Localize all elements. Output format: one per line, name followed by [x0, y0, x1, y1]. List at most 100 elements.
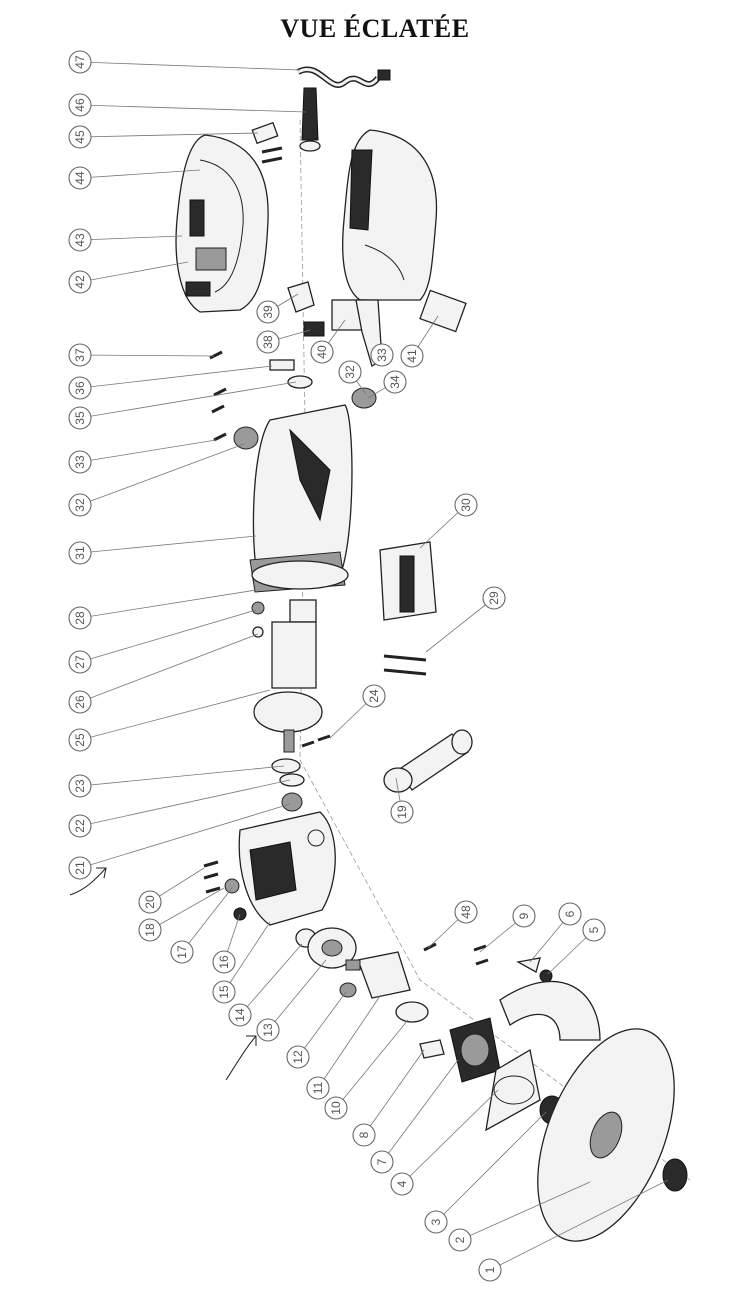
- left-handle-housing: [175, 134, 269, 313]
- callout-number: 42: [73, 275, 87, 289]
- callout-part-1: 1: [478, 1258, 502, 1282]
- callout-leader: [79, 443, 245, 506]
- callout-leader: [79, 439, 217, 463]
- callout-leader: [79, 104, 307, 113]
- callout-number: 15: [217, 985, 231, 999]
- callout-number: 19: [395, 805, 409, 819]
- callout-leader: [79, 609, 257, 663]
- right-handle-housing: [342, 129, 438, 301]
- callout-leader: [223, 921, 271, 993]
- callout-number: 40: [315, 345, 329, 359]
- callout-number: 32: [343, 365, 357, 379]
- switch-block: [419, 289, 467, 333]
- callout-leader: [79, 689, 271, 741]
- callout-part-14: 14: [228, 1003, 252, 1027]
- callout-number: 8: [357, 1131, 371, 1138]
- callout-number: 4: [395, 1180, 409, 1187]
- callout-leader: [459, 1181, 591, 1241]
- screws-left-column: [209, 350, 227, 442]
- callout-number: 31: [73, 546, 87, 560]
- callout-number: 5: [587, 926, 601, 933]
- callout-leader: [239, 943, 303, 1016]
- callout-number: 21: [73, 861, 87, 875]
- callout-part-13: 13: [256, 1018, 280, 1042]
- small-washer: [252, 626, 264, 638]
- callout-number: 14: [233, 1008, 247, 1022]
- callout-number: 48: [459, 905, 473, 919]
- callout-part-6: 6: [558, 902, 582, 926]
- bearing-12: [339, 982, 357, 998]
- callout-part-5: 5: [582, 918, 606, 942]
- callout-leader: [381, 1059, 459, 1163]
- callout-number: 24: [367, 689, 381, 703]
- callout-number: 30: [459, 498, 473, 512]
- callout-leader: [79, 535, 257, 554]
- callout-leader: [79, 61, 301, 71]
- callout-number: 11: [311, 1081, 325, 1094]
- callout-leader: [79, 589, 257, 619]
- callout-number: 47: [73, 55, 87, 69]
- callout-leader: [435, 1111, 547, 1223]
- cord-clamp: [251, 121, 279, 145]
- page-title: VUE ÉCLATÉE: [280, 14, 470, 43]
- screw-48: [423, 942, 437, 952]
- callout-number: 29: [487, 591, 501, 605]
- callout-leader: [79, 633, 259, 703]
- callout-number: 45: [73, 130, 87, 144]
- small-bearing: [251, 601, 265, 615]
- callout-part-22: 22: [68, 814, 92, 838]
- spindle: [345, 951, 411, 999]
- callout-part-17: 17: [170, 940, 194, 964]
- callout-part-18: 18: [138, 918, 162, 942]
- callout-part-34: 34: [383, 370, 407, 394]
- callout-number: 26: [73, 695, 87, 709]
- callout-part-23: 23: [68, 774, 92, 798]
- callout-part-20: 20: [138, 890, 162, 914]
- callout-number: 46: [73, 98, 87, 112]
- callout-part-10: 10: [324, 1096, 348, 1120]
- callout-number: 7: [375, 1158, 389, 1165]
- stator: [379, 541, 437, 621]
- callout-number: 13: [261, 1023, 275, 1037]
- power-cord: [296, 66, 391, 88]
- callout-number: 16: [217, 955, 231, 969]
- callout-part-3: 3: [424, 1210, 448, 1234]
- callout-leader: [79, 235, 183, 241]
- hand-arrow-top: [69, 867, 107, 896]
- callout-leader: [267, 959, 327, 1031]
- callout-leader: [79, 169, 201, 179]
- callout-number: 10: [329, 1101, 343, 1115]
- callout-leader: [79, 779, 291, 827]
- callout-number: 33: [73, 455, 87, 469]
- switch-lever: [287, 281, 315, 313]
- callout-part-32: 32: [68, 493, 92, 517]
- callout-number: 20: [143, 895, 157, 909]
- callout-leader: [425, 597, 495, 653]
- callout-part-38: 38: [256, 330, 280, 354]
- callout-leader: [401, 1089, 499, 1185]
- callout-part-41: 41: [400, 344, 424, 368]
- callout-part-4: 4: [390, 1172, 414, 1196]
- callout-part-39: 39: [256, 300, 280, 324]
- wing-screw: [516, 957, 541, 973]
- callout-leader: [489, 1179, 669, 1271]
- wheel-guard: [485, 981, 601, 1132]
- callout-part-16: 16: [212, 950, 236, 974]
- callout-part-11: 11: [306, 1076, 330, 1100]
- callout-number: 1: [483, 1266, 497, 1273]
- callout-number: 33: [375, 348, 389, 362]
- callout-part-37: 37: [68, 343, 92, 367]
- callout-number: 32: [73, 498, 87, 512]
- callout-number: 38: [261, 335, 275, 349]
- callout-number: 35: [73, 411, 87, 425]
- washer-10: [395, 1001, 429, 1023]
- callout-part-19: 19: [390, 800, 414, 824]
- callout-part-12: 12: [286, 1045, 310, 1069]
- callout-part-29: 29: [482, 586, 506, 610]
- callout-leader: [363, 1049, 425, 1136]
- callout-part-25: 25: [68, 728, 92, 752]
- callout-number: 25: [73, 733, 87, 747]
- screws-gear-housing: [203, 860, 221, 894]
- side-handle: [383, 729, 473, 793]
